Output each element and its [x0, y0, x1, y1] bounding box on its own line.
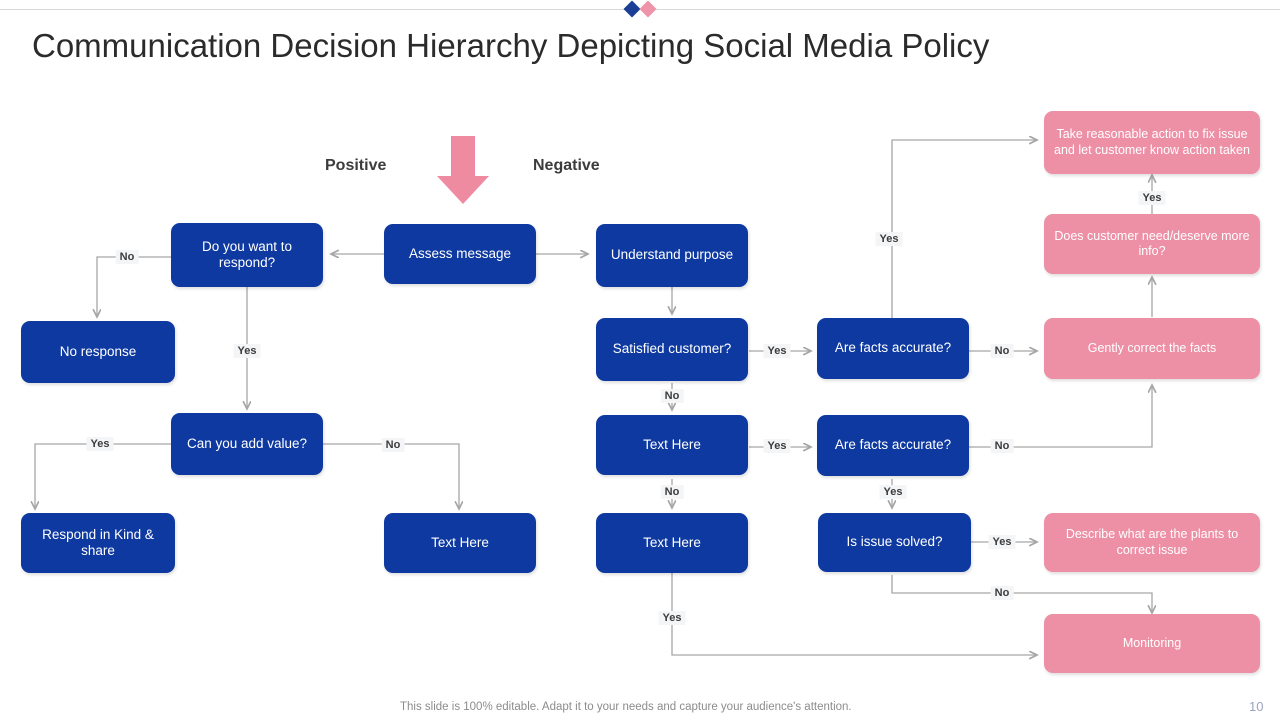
node-monitoring[interactable]: Monitoring: [1044, 614, 1260, 673]
down-arrow-icon: [437, 136, 489, 204]
node-understand-purpose[interactable]: Understand purpose: [596, 224, 748, 287]
node-describe-plants[interactable]: Describe what are the plants to correct …: [1044, 513, 1260, 572]
node-do-you-want-respond[interactable]: Do you want to respond?: [171, 223, 323, 287]
edge-label-no-satisfied: No: [660, 389, 684, 403]
edge-label-yes-text-mid-1: Yes: [763, 439, 791, 453]
node-respond-in-kind[interactable]: Respond in Kind & share: [21, 513, 175, 573]
label-positive: Positive: [325, 157, 387, 174]
node-are-facts-accurate-1[interactable]: Are facts accurate?: [817, 318, 969, 379]
edge-label-no-text-mid-1: No: [660, 485, 684, 499]
node-text-here-left[interactable]: Text Here: [384, 513, 536, 573]
node-no-response[interactable]: No response: [21, 321, 175, 383]
edge-label-no-add-value: No: [381, 438, 405, 452]
edge-label-yes-text-mid-2: Yes: [658, 611, 686, 625]
node-take-reasonable-action[interactable]: Take reasonable action to fix issue and …: [1044, 111, 1260, 174]
edge-label-yes-facts-1: Yes: [875, 232, 903, 246]
node-satisfied-customer[interactable]: Satisfied customer?: [596, 318, 748, 381]
edge-label-yes-facts-2: Yes: [879, 485, 907, 499]
edge-label-yes-more-info: Yes: [1138, 191, 1166, 205]
node-text-here-mid-2[interactable]: Text Here: [596, 513, 748, 573]
label-negative: Negative: [533, 157, 600, 174]
edge-label-no-facts-1: No: [990, 344, 1014, 358]
node-text-here-mid-1[interactable]: Text Here: [596, 415, 748, 475]
page-title: Communication Decision Hierarchy Depicti…: [32, 27, 990, 64]
edge-label-yes-respond: Yes: [233, 344, 261, 358]
edge-label-no-facts-2: No: [990, 439, 1014, 453]
edge-label-yes-issue-solved: Yes: [988, 535, 1016, 549]
node-is-issue-solved[interactable]: Is issue solved?: [818, 513, 971, 572]
node-gently-correct-facts[interactable]: Gently correct the facts: [1044, 318, 1260, 379]
node-can-you-add-value[interactable]: Can you add value?: [171, 413, 323, 475]
edge-label-no-respond: No: [115, 250, 139, 264]
footer-note: This slide is 100% editable. Adapt it to…: [400, 701, 852, 713]
edge-label-yes-add-value: Yes: [86, 437, 114, 451]
edge-label-yes-satisfied: Yes: [763, 344, 791, 358]
node-are-facts-accurate-2[interactable]: Are facts accurate?: [817, 415, 969, 476]
node-assess-message[interactable]: Assess message: [384, 224, 536, 284]
edge-label-no-issue-solved: No: [990, 586, 1014, 600]
page-number: 10: [1249, 699, 1264, 714]
node-does-customer-need-info[interactable]: Does customer need/deserve more info?: [1044, 214, 1260, 274]
